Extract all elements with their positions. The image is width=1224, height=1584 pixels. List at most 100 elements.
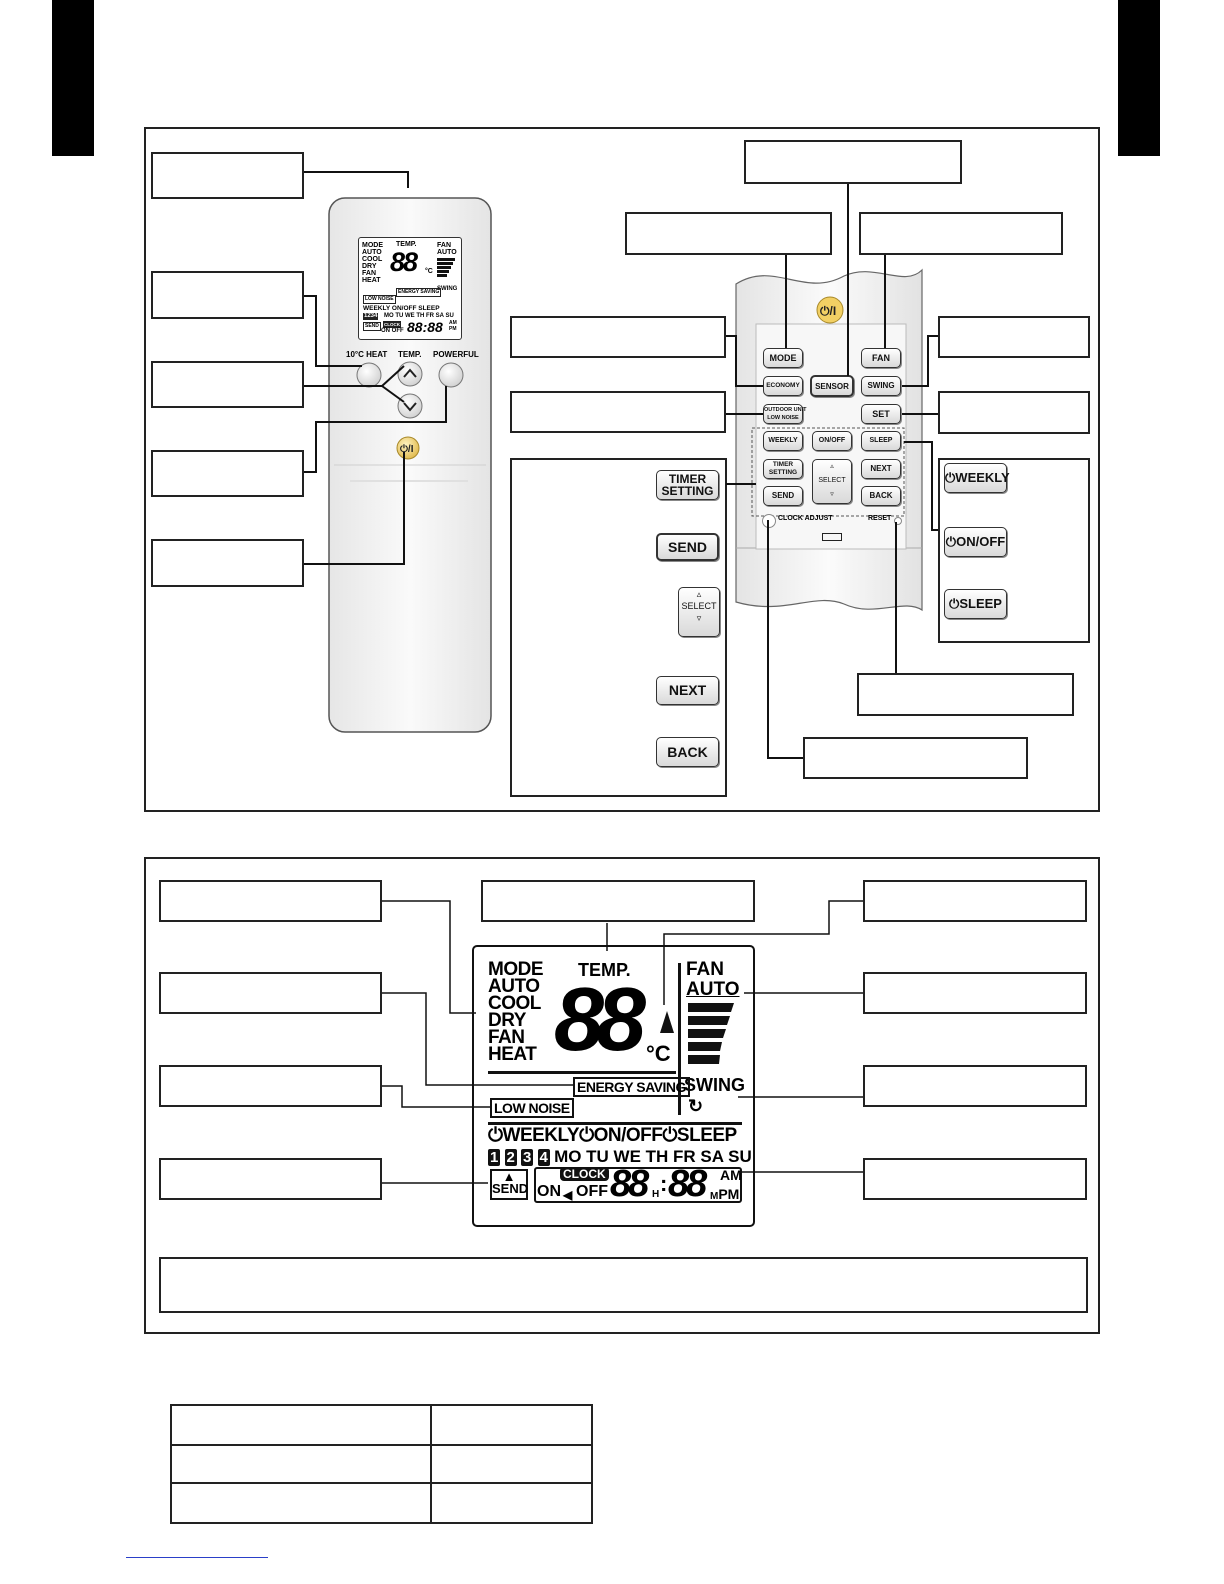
outdoor-low-noise-button[interactable]: OUTDOOR UNIT LOW NOISE — [763, 404, 807, 424]
remote-lcd-fan-bars — [437, 258, 455, 277]
inner-send-label: SEND — [771, 491, 795, 500]
callout-box-set — [938, 391, 1090, 434]
remote-lcd-on-off: ON OFF — [381, 328, 404, 334]
left-edge-tab — [52, 0, 94, 156]
remote-lcd-days: MO TU WE TH FR SA SU — [384, 313, 454, 319]
inner-on-off-button[interactable]: ON/OFF — [812, 431, 852, 451]
remote-temp-label: TEMP. — [398, 350, 422, 359]
lcd-on-off: ON/OFF — [593, 1125, 663, 1146]
lcd-mode-label: MODE — [488, 959, 544, 980]
inner-power-button[interactable] — [816, 296, 844, 324]
lcd-energy-saving: ENERGY SAVING — [573, 1077, 690, 1097]
remote-lcd-energy-saving: ENERGY SAVING — [396, 288, 442, 297]
battery-icon — [822, 533, 842, 541]
table-cell — [430, 1444, 593, 1484]
table-cell — [430, 1482, 593, 1524]
remote-lcd-clock: CLOCK — [383, 321, 401, 328]
lcd-display: MODE AUTO COOL DRY FAN HEAT TEMP. 88 °C … — [472, 945, 755, 1227]
inner-timer-line2: SETTING — [768, 469, 798, 476]
lcd-hours: 88 — [610, 1163, 649, 1205]
back-button-label: BACK — [667, 744, 708, 760]
swing-button[interactable]: SWING — [861, 376, 901, 396]
weekly-button-label: WEEKLY — [955, 470, 1010, 485]
inner-timer-setting-button[interactable]: TIMER SETTING — [763, 459, 803, 479]
timer-setting-line1: TIMER — [668, 472, 707, 486]
footer-link-underline[interactable] — [126, 1557, 268, 1558]
reset-label: RESET — [868, 515, 892, 522]
mode-button[interactable]: MODE — [763, 348, 803, 368]
callout-box-swing — [938, 316, 1090, 358]
right-leader-lines — [726, 184, 938, 759]
inner-sleep-label: SLEEP — [869, 437, 893, 444]
table-cell — [170, 1404, 432, 1446]
inner-next-button[interactable]: NEXT — [861, 459, 901, 479]
inner-on-off-label: ON/OFF — [818, 437, 846, 444]
set-button[interactable]: SET — [861, 404, 901, 424]
on-off-timer-button[interactable]: ⏻ON/OFF — [944, 527, 1007, 557]
callout-box-energy-saving — [159, 972, 382, 1014]
swing-button-label: SWING — [867, 381, 895, 390]
lcd-off: OFF — [576, 1183, 608, 1200]
select-button[interactable]: ▵ SELECT ▿ — [678, 587, 720, 637]
weekly-button[interactable]: ⏻WEEKLY — [944, 463, 1010, 493]
lcd-temp-label: TEMP. — [578, 960, 631, 980]
fan-button[interactable]: FAN — [861, 348, 901, 368]
next-button[interactable]: NEXT — [656, 676, 719, 705]
power-button[interactable] — [396, 436, 420, 460]
lcd-separator-horizontal — [488, 1071, 676, 1074]
reset-hole[interactable] — [894, 517, 902, 525]
remote-lcd-cool: COOL — [362, 256, 383, 263]
remote-lcd-mode-list: MODE AUTO COOL DRY FAN HEAT — [362, 242, 383, 284]
lcd-on: ON — [537, 1183, 561, 1200]
timer-setting-button[interactable]: TIMER SETTING — [656, 470, 719, 500]
remote-lcd-low-noise: LOW NOISE — [363, 295, 396, 304]
inner-weekly-label: WEEKLY — [768, 437, 798, 444]
economy-button[interactable]: ECONOMY — [763, 376, 803, 396]
lcd-celsius: °C — [646, 1041, 671, 1066]
on-off-timer-icon: ⏻ — [945, 534, 957, 549]
lcd-day-number: 3 — [521, 1149, 534, 1166]
back-button[interactable]: BACK — [656, 737, 719, 767]
callout-box-economy — [510, 316, 726, 358]
remote-lcd-swing: SWING — [437, 286, 458, 292]
on-off-arrow-icon: ◀ — [563, 1188, 573, 1202]
on-off-button-label: ON/OFF — [956, 534, 1006, 549]
lcd-timer-separator — [488, 1122, 742, 1125]
lcd-fan-speed-bars — [688, 1003, 734, 1064]
select-down-icon: ▿ — [696, 613, 702, 623]
callout-box-fan — [859, 212, 1063, 255]
callout-box-10-heat — [151, 271, 304, 319]
display-leader-lines — [382, 900, 863, 1184]
sleep-button-label: SLEEP — [959, 596, 1002, 611]
outdoor-line1: OUTDOOR UNIT — [764, 407, 807, 413]
sleep-button[interactable]: ⏻SLEEP — [944, 589, 1007, 619]
next-button-label: NEXT — [668, 682, 707, 698]
table-row — [170, 1444, 593, 1484]
lcd-clock: CLOCK — [560, 1167, 609, 1181]
inner-weekly-button[interactable]: WEEKLY — [763, 431, 803, 451]
send-arrow-icon: ▲ — [502, 1169, 516, 1184]
inner-sleep-button[interactable]: SLEEP — [861, 431, 901, 451]
lcd-fan-label: FAN — [686, 959, 724, 980]
clock-adjust-label: CLOCK ADJUST — [778, 515, 833, 522]
mode-button-label: MODE — [769, 353, 797, 363]
powerful-button[interactable] — [438, 362, 464, 388]
inner-back-button[interactable]: BACK — [861, 486, 901, 506]
lcd-am: AM — [720, 1167, 742, 1183]
inner-send-button[interactable]: SEND — [763, 486, 803, 506]
table-cell — [170, 1444, 432, 1484]
lcd-heat-mode: HEAT — [488, 1044, 537, 1065]
inner-select-button[interactable]: ▵ SELECT ▿ — [812, 459, 852, 504]
remote-lcd-auto: AUTO — [362, 249, 382, 256]
lcd-timer-row: ⏻WEEKLY⏻ON/OFF⏻SLEEP — [488, 1125, 737, 1147]
temp-down-button[interactable] — [397, 393, 423, 419]
send-button[interactable]: SEND — [656, 533, 719, 561]
lcd-send-box: ▲ SEND — [490, 1169, 528, 1200]
set-button-label: SET — [872, 409, 890, 419]
callout-box-timer-clock — [863, 1158, 1087, 1200]
lcd-day-number: 4 — [537, 1149, 550, 1166]
lcd-send: SEND — [492, 1181, 529, 1196]
temp-up-button[interactable] — [397, 361, 423, 387]
sensor-button[interactable]: SENSOR — [810, 375, 854, 397]
economy-button-label: ECONOMY — [766, 382, 800, 389]
